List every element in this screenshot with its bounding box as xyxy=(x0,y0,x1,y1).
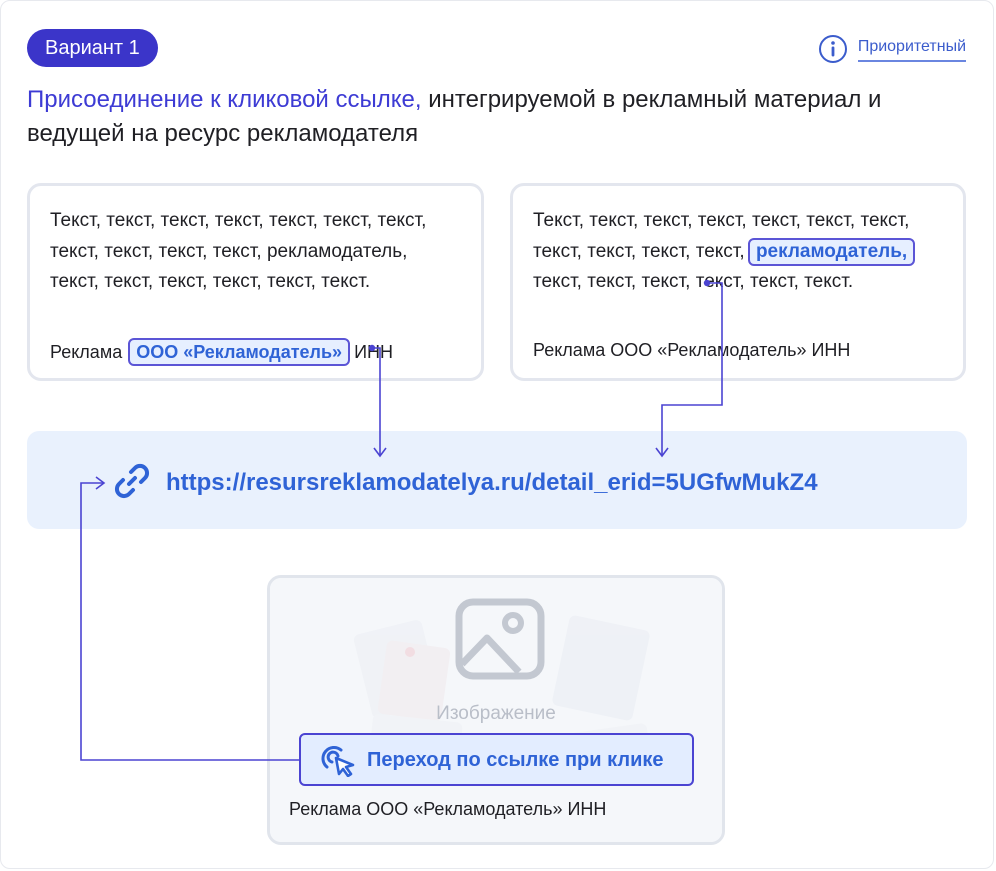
click-through-button[interactable]: Переход по ссылке при клике xyxy=(299,733,694,786)
priority-link[interactable]: Приоритетный xyxy=(818,34,966,64)
priority-label[interactable]: Приоритетный xyxy=(857,37,966,62)
ad-text-card-left: Текст, текст, текст, текст, текст, текст… xyxy=(27,183,484,381)
info-icon xyxy=(818,35,847,63)
ad-text-card-right: Текст, текст, текст, текст, текст, текст… xyxy=(510,183,966,381)
card-right-text-before: Текст, текст, текст, текст, текст, текст… xyxy=(533,210,910,262)
cursor-click-icon xyxy=(321,746,355,777)
destination-url[interactable]: https://resursreklamodatelya.ru/detail_e… xyxy=(166,469,818,496)
heading-rest: интегрируемой в рекламный материал и вед… xyxy=(27,86,882,147)
picture-icon xyxy=(455,598,545,680)
heading-accent: Присоединение к кликовой ссылке, xyxy=(27,86,422,113)
image-card-ad-line: Реклама ООО «Рекламодатель» ИНН xyxy=(289,799,607,819)
card-left-text: Текст, текст, текст, текст, текст, текст… xyxy=(50,210,427,292)
card-right-text-after: текст, текст, текст, текст, текст, текст… xyxy=(533,271,854,292)
advertiser-inline-link-chip[interactable]: рекламодатель, xyxy=(747,237,916,266)
advertiser-link-chip[interactable]: ООО «Рекламодатель» xyxy=(128,338,351,366)
variant-badge: Вариант 1 xyxy=(27,29,158,67)
page-heading: Присоединение к кликовой ссылке, интегри… xyxy=(27,83,967,151)
ad-suffix: ИНН xyxy=(354,342,394,362)
image-caption: Изображение xyxy=(436,703,556,724)
ad-prefix: Реклама xyxy=(50,342,123,362)
card-right-text: Текст, текст, текст, текст, текст, текст… xyxy=(533,206,943,298)
card-right-ad-line: Реклама ООО «Рекламодатель» ИНН xyxy=(533,340,851,360)
link-icon xyxy=(114,463,150,499)
image-ad-card: Изображение xyxy=(267,575,725,845)
click-button-label: Переход по ссылке при клике xyxy=(367,749,664,771)
